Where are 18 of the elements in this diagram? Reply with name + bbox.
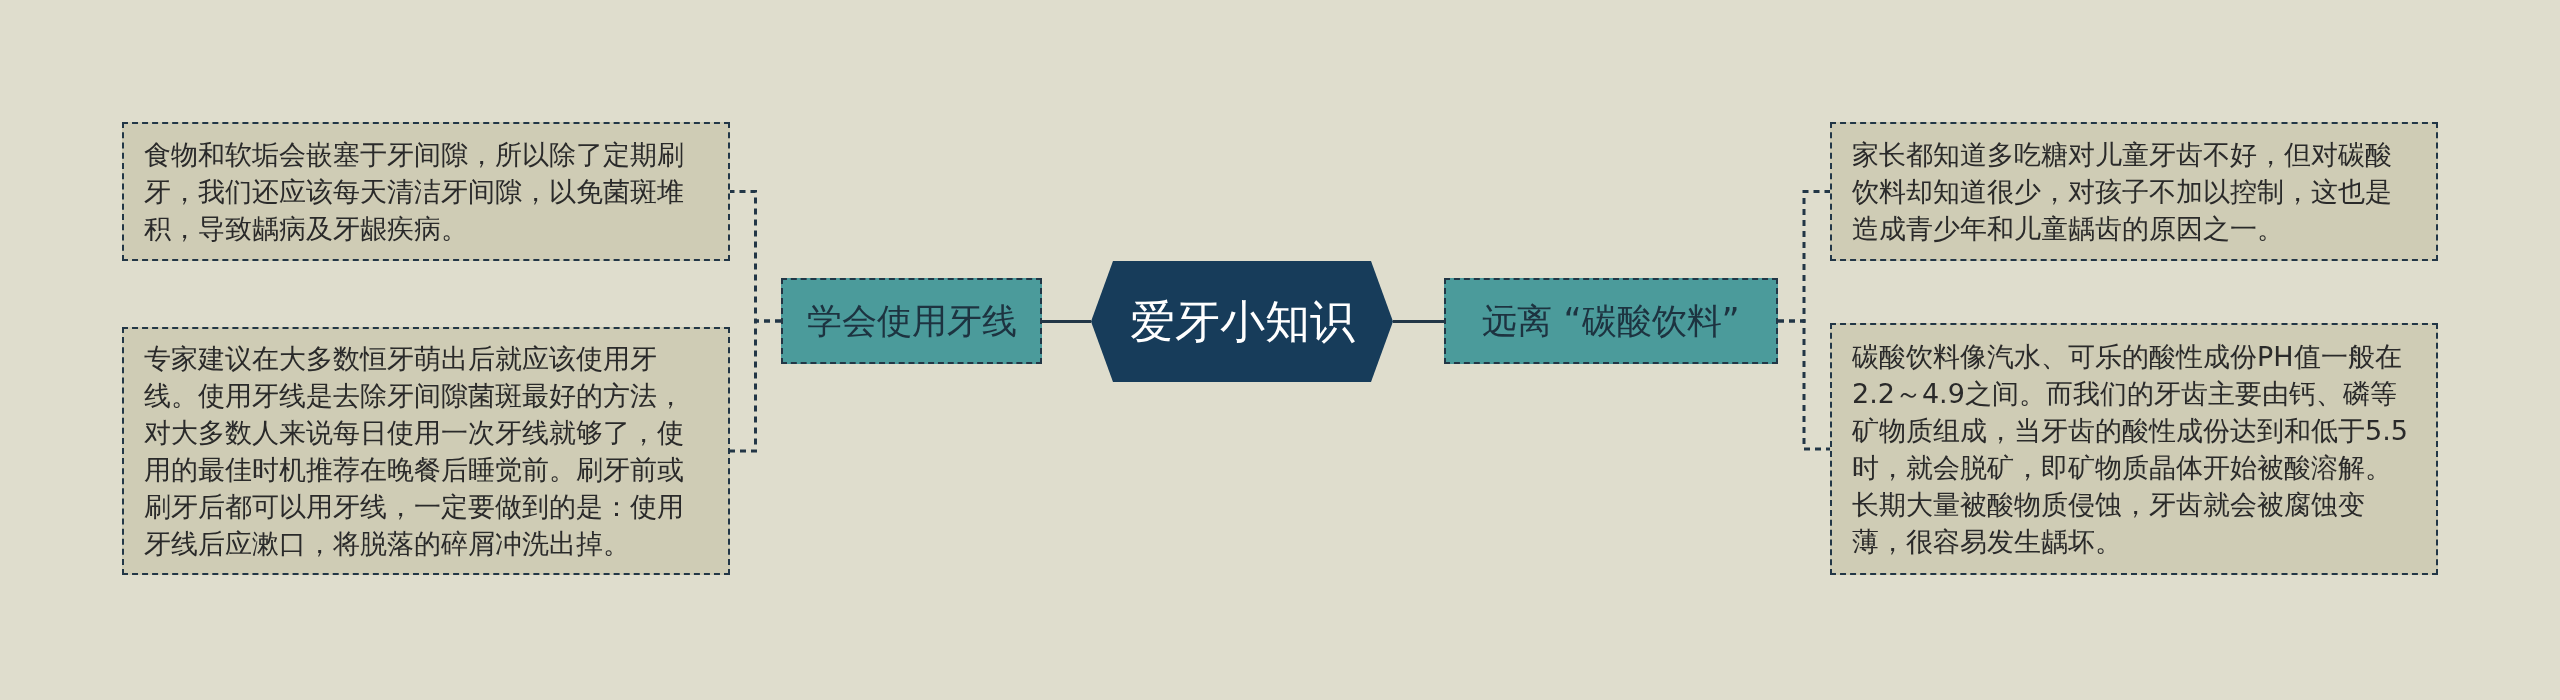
connector-line: [1042, 320, 1091, 323]
note-box: [1830, 122, 2438, 261]
branch-box: [781, 278, 1042, 364]
note-text: 食物和软垢会嵌塞于牙间隙，所以除了定期刷牙，我们还应该每天清洁牙间隙，以免菌斑堆积，导致龋病及牙龈疾病。: [144, 138, 685, 246]
note-text: 专家建议在大多数恒牙萌出后就应该使用牙线。使用牙线是去除牙间隙菌斑最好的方法，对大多数人来说每日使用一次牙线就够了，使用的最佳时机推荐在晚餐后睡觉前。刷牙前或刷牙后都可以用牙线，一定要做到的是：使用牙线后应漱口，将脱落的碎屑冲洗出掉。: [144, 342, 685, 561]
connector-line: [730, 319, 781, 453]
note-text: 家长都知道多吃糖对儿童牙齿不好，但对碳酸饮料却知道很少，对孩子不加以控制，这也是造成青少年和儿童龋齿的原因之一。: [1852, 138, 2393, 246]
branch-label: 学会使用牙线: [806, 299, 1017, 343]
topic-hexagon: [1091, 261, 1393, 382]
note-box: [122, 122, 730, 261]
branch-box: [1444, 278, 1778, 364]
note-box: [122, 327, 730, 575]
note-box: [1830, 323, 2438, 575]
note-text: 碳酸饮料像汽水、可乐的酸性成份PH值一般在2.2～4.9之间。而我们的牙齿主要由钙、磷等矿物质组成，当牙齿的酸性成份达到和低于5.5时，就会脱矿，即矿物质晶体开始被酸溶解。长期大量被酸物质侵蚀，牙齿就会被腐蚀变薄，很容易发生龋坏。: [1852, 340, 2409, 559]
topic-title: 爱牙小知识: [1129, 293, 1355, 350]
connector-line: [1393, 320, 1444, 323]
branch-label: 远离 “碳酸饮料”: [1482, 299, 1740, 343]
connector-line: [1778, 319, 1830, 451]
